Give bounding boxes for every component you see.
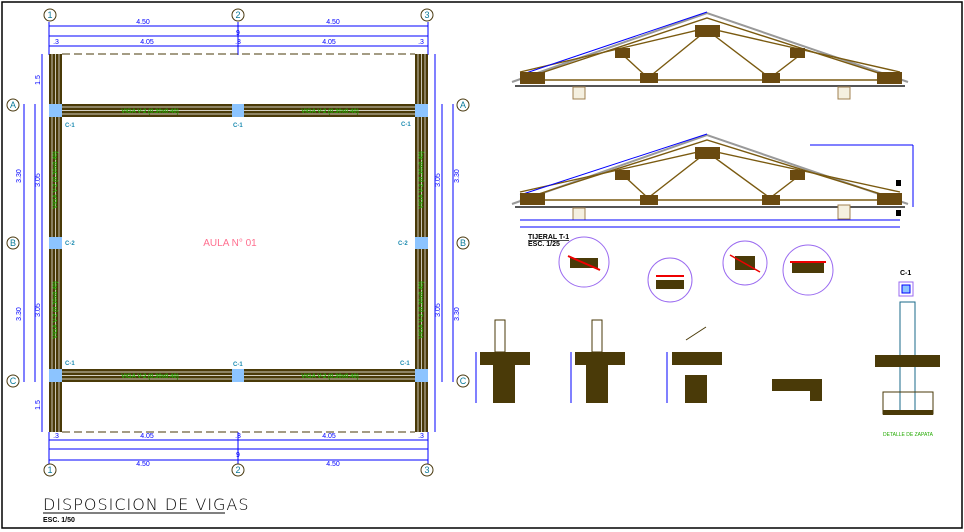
- grid-label-1: 1: [47, 10, 52, 20]
- dim-sub: .3: [418, 433, 424, 440]
- grid-label-3: 3: [424, 10, 429, 20]
- section-2: [570, 319, 625, 403]
- column-label: C-1: [233, 362, 243, 368]
- dim-sub: .3: [418, 39, 424, 46]
- column: [415, 369, 428, 382]
- grid-label-b: B: [460, 238, 466, 248]
- grid-label-3: 3: [424, 465, 429, 475]
- grid-label-2: 2: [235, 465, 240, 475]
- dim-inner: 3.05: [435, 173, 442, 187]
- dim-inner: 3.05: [35, 303, 42, 317]
- column-label: C-1: [400, 361, 410, 367]
- truss-elevation-2: TIJERAL T-1 ESC. 1/25: [511, 133, 914, 248]
- top-dimensions: 4.50 4.50 9 .3 4.05 .3 4.05 .3: [48, 19, 429, 55]
- column-label: C-1: [65, 123, 75, 129]
- column: [415, 104, 428, 117]
- beam-label: VIGA V-2 (0.30x0.40): [121, 374, 178, 380]
- beam-label: VIGA V-2 (0.30x0.40): [53, 281, 59, 338]
- beam-label: VIGA V-2 (0.30x0.40): [419, 281, 425, 338]
- footing-detail-title: DETALLE DE ZAPATA: [883, 432, 934, 438]
- section-1: [475, 319, 530, 403]
- dim-bay: 3.30: [454, 307, 461, 321]
- column: [49, 104, 62, 117]
- section-4: [772, 379, 822, 401]
- grid-bubbles: 1 2 3 1 2 3 A A B B C C: [6, 8, 470, 477]
- column: [49, 369, 62, 382]
- wall-sections: DETALLE DE ZAPATA: [475, 301, 940, 438]
- truss-scale: ESC. 1/25: [528, 241, 560, 248]
- column: [415, 237, 428, 249]
- column: [232, 369, 244, 382]
- beam-label: VIGA V-2 (0.30x0.40): [53, 151, 59, 208]
- dim-sub: .3: [53, 39, 59, 46]
- grid-label-2: 2: [235, 10, 240, 20]
- truss-joint-details: [558, 236, 834, 303]
- grid-label-c: C: [10, 376, 17, 386]
- dim-sub: 4.05: [140, 433, 154, 440]
- dim-overhang: 1.5: [35, 75, 42, 85]
- grid-label-a: A: [460, 100, 466, 110]
- truss-title: TIJERAL T-1: [528, 234, 569, 241]
- dim-inner: 3.05: [35, 173, 42, 187]
- dim-span-1-2: 4.50: [136, 461, 150, 468]
- dim-span-2-3: 4.50: [326, 19, 340, 26]
- columns: C-1 C-1 C-1 C-2 C-2 C-1 C-1 C-1: [49, 104, 428, 382]
- column: [232, 104, 244, 117]
- beam-layout-plan: 4.50 4.50 9 .3 4.05 .3 4.05 .3 .3 4.05 .…: [6, 8, 470, 524]
- dim-span-2-3: 4.50: [326, 461, 340, 468]
- dim-sub: .3: [235, 433, 241, 440]
- dim-bay: 3.30: [16, 307, 23, 321]
- plan-title: DISPOSICION DE VIGAS: [43, 495, 250, 514]
- plan-scale: ESC. 1/50: [43, 517, 75, 524]
- column-detail-label: C-1: [900, 270, 911, 277]
- column-section-detail: C-1: [898, 270, 914, 297]
- dim-sub: .3: [53, 433, 59, 440]
- dim-sub: .3: [235, 39, 241, 46]
- dim-sub: 4.05: [322, 433, 336, 440]
- column-label: C-1: [233, 123, 243, 129]
- dim-total: 9: [236, 452, 240, 459]
- column: [49, 237, 62, 249]
- dim-bay: 3.30: [454, 169, 461, 183]
- dim-span-1-2: 4.50: [136, 19, 150, 26]
- grid-label-1: 1: [47, 465, 52, 475]
- grid-label-b: B: [10, 238, 16, 248]
- side-dimensions: 3.30 3.30 3.05 3.05 1.5 1.5 3.30 3.30 3.…: [16, 54, 461, 432]
- beam-label: VIGA V-2 (0.30x0.40): [121, 109, 178, 115]
- beam-label: VIGA V-2 (0.30x0.40): [301, 374, 358, 380]
- room-label: AULA N° 01: [203, 238, 257, 249]
- bottom-dimensions: .3 4.05 .3 4.05 .3 9 4.50 4.50: [48, 432, 429, 468]
- beam-label: VIGA V-2 (0.30x0.40): [301, 109, 358, 115]
- column-label: C-1: [65, 361, 75, 367]
- footing-detail: DETALLE DE ZAPATA: [875, 301, 940, 438]
- column-label: C-2: [65, 241, 75, 247]
- section-3: [666, 326, 722, 403]
- dim-total: 9: [236, 30, 240, 37]
- column-label: C-2: [398, 241, 408, 247]
- dim-sub: 4.05: [140, 39, 154, 46]
- dim-sub: 4.05: [322, 39, 336, 46]
- dim-bay: 3.30: [16, 169, 23, 183]
- column-label: C-1: [401, 122, 411, 128]
- dim-inner: 3.05: [435, 303, 442, 317]
- grid-label-c: C: [460, 376, 467, 386]
- dim-overhang: 1.5: [35, 400, 42, 410]
- beam-label: VIGA V-2 (0.30x0.40): [419, 151, 425, 208]
- truss-elevation-1: [511, 11, 909, 100]
- grid-label-a: A: [10, 100, 16, 110]
